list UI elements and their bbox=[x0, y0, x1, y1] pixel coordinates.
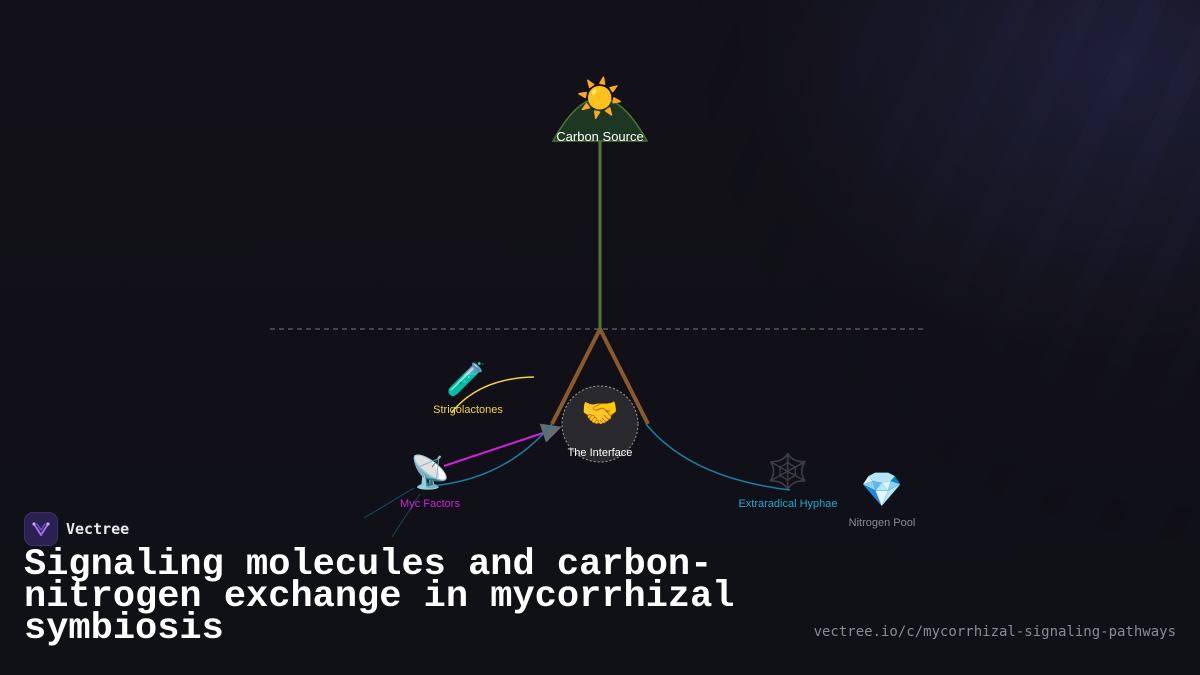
brand: Vectree bbox=[24, 512, 129, 546]
extraradical-hyphae-label: Extraradical Hyphae bbox=[738, 498, 838, 510]
myc-factor-flow bbox=[443, 423, 562, 467]
root-branch-left bbox=[550, 328, 602, 425]
background-rays bbox=[680, 0, 1200, 560]
hyphae-strand-2 bbox=[391, 493, 421, 538]
gem-icon: 💎 bbox=[860, 470, 904, 510]
hyphae-flow-left bbox=[429, 423, 553, 487]
nitrogen-pool-label: Nitrogen Pool bbox=[848, 517, 916, 529]
page-title: Signaling molecules and carbon-nitrogen … bbox=[24, 544, 735, 650]
test-tube-icon: 🧪 bbox=[446, 360, 486, 398]
myc-factors-label: Myc Factors bbox=[400, 498, 460, 510]
brand-name: Vectree bbox=[66, 520, 130, 538]
canopy-dome bbox=[551, 97, 649, 142]
carbon-source-label: Carbon Source bbox=[556, 129, 644, 144]
strigolactone-flow bbox=[451, 376, 535, 413]
root-branch-right bbox=[598, 328, 650, 425]
hyphae-strand-1 bbox=[363, 487, 415, 519]
spider-web-icon: 🕸️ bbox=[766, 452, 810, 492]
hyphae-flow-right bbox=[645, 423, 791, 491]
interface-circle bbox=[561, 385, 639, 463]
handshake-icon: 🤝 bbox=[581, 396, 619, 431]
interface-label: The Interface bbox=[567, 447, 633, 459]
source-url[interactable]: vectree.io/c/mycorrhizal-signaling-pathw… bbox=[813, 624, 1176, 640]
strigolactones-label: Strigolactones bbox=[433, 404, 503, 416]
sun-icon: ☀️ bbox=[576, 76, 624, 120]
satellite-dish-icon: 📡 bbox=[410, 453, 450, 491]
vectree-logo-icon bbox=[24, 512, 58, 546]
